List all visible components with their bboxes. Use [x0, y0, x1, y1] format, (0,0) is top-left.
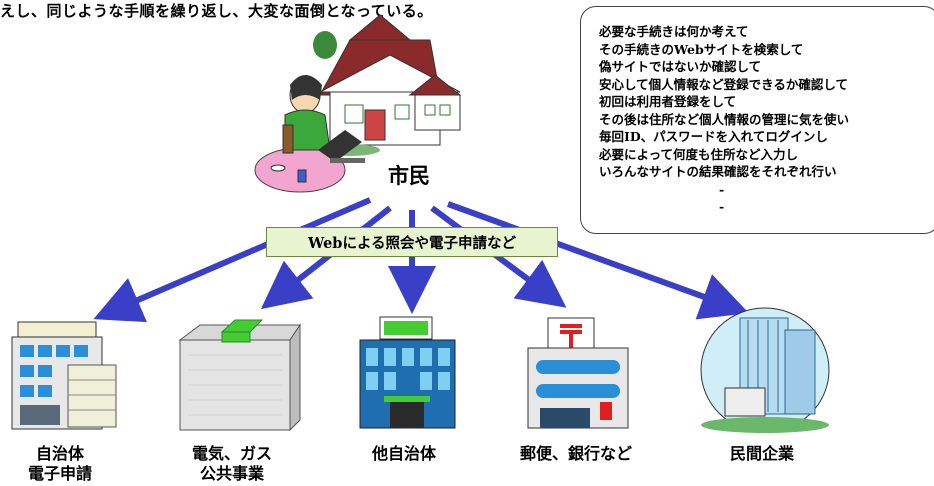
org-label-other-municipality: 他自治体	[372, 444, 436, 464]
note-line: 必要な手続きは何か考えて	[599, 24, 749, 39]
citizen-label: 市民	[388, 164, 430, 188]
org-label-line: 公共事業	[200, 464, 265, 483]
note-line: その手続きのWebサイトを検索して	[599, 41, 804, 57]
web-services-box: Webによる照会や電子申請など	[266, 227, 558, 257]
note-line: 初回は利用者登録をして	[599, 94, 737, 109]
note-line: その後は住所など個人情報の管理に気を使い	[599, 111, 850, 127]
utilities-building	[178, 319, 301, 432]
other-municipality-building	[359, 316, 456, 429]
org-label-utilities: 電気、ガス 公共事業	[192, 444, 272, 484]
citizen-illustration	[254, 14, 462, 193]
arrow-to-private	[446, 201, 749, 320]
arrow-to-local-gov	[93, 197, 372, 323]
note-line: いろんなサイトの結果確認をそれぞれ行い	[599, 164, 837, 179]
header-text: えし、同じような手順を繰り返し、大変な面倒となっている。	[0, 2, 433, 20]
note-dash: -	[719, 181, 725, 197]
note-dash: -	[719, 199, 725, 214]
municipality-building	[11, 321, 117, 430]
org-label-line: 民間企業	[730, 444, 795, 463]
org-label-municipality: 自治体 電子申請	[28, 444, 92, 484]
org-label-line: 郵便、銀行など	[520, 444, 633, 463]
org-label-post-bank: 郵便、銀行など	[520, 444, 632, 464]
note-line: 毎回ID、パスワードを入れてログインし	[599, 129, 828, 144]
note-line: 偽サイトではないか確認して	[599, 59, 762, 74]
procedure-note-box: 必要な手続きは何か考えて その手続きのWebサイトを検索して 偽サイトではないか…	[580, 6, 934, 234]
note-line: 安心して個人情報など登録できるか確認して	[599, 76, 849, 92]
org-label-private-company: 民間企業	[730, 444, 794, 464]
org-label-line: 他自治体	[372, 444, 437, 463]
org-label-line: 自治体	[36, 444, 85, 463]
post-office-building	[527, 317, 629, 429]
note-line: 必要によって何度も住所など入力し	[599, 146, 799, 162]
org-label-line: 電子申請	[28, 464, 93, 483]
company-buildings	[700, 307, 830, 433]
org-label-line: 電気、ガス	[192, 444, 273, 463]
